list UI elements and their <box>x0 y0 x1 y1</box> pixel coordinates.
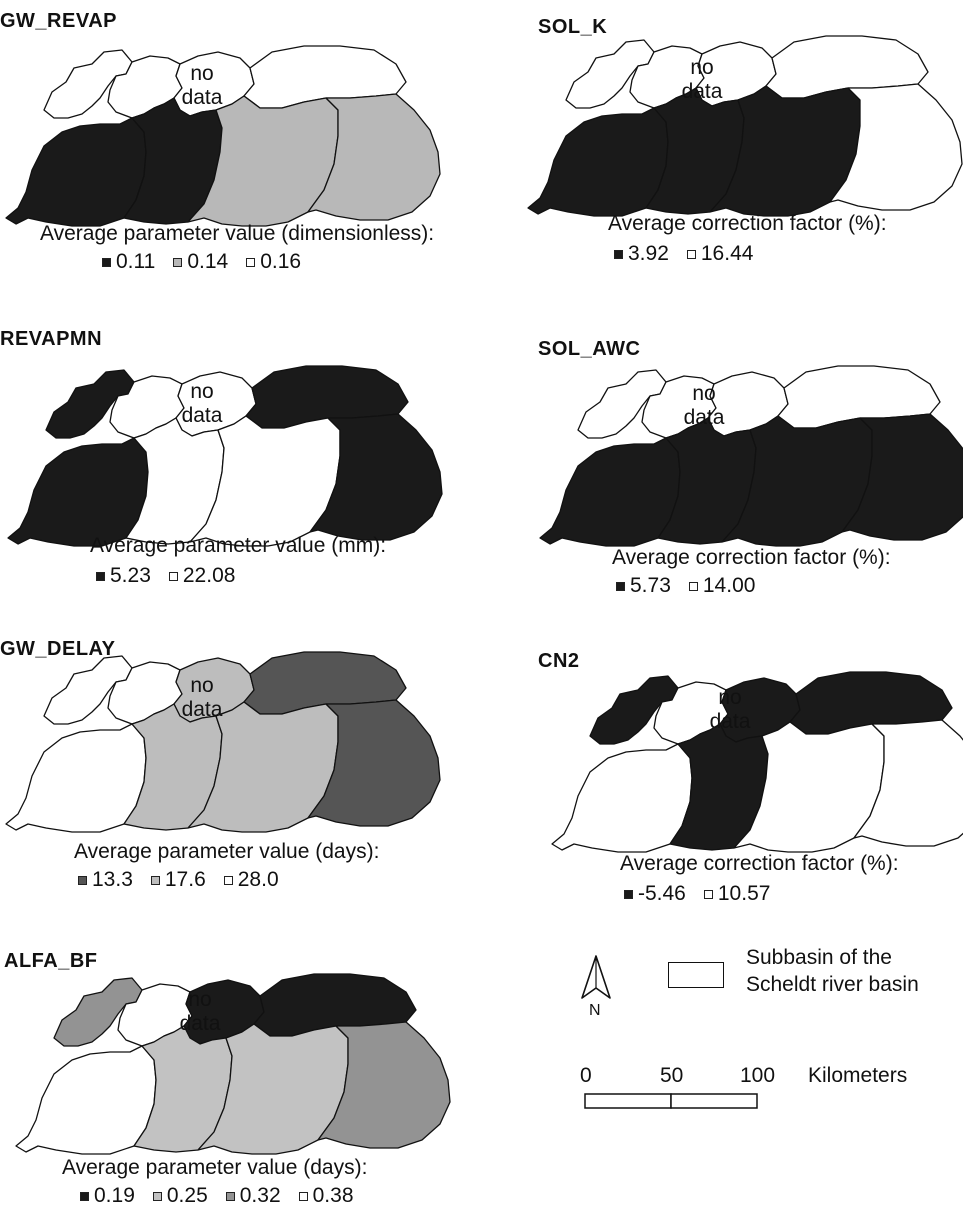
legend: 0.19 0.25 0.32 0.38 <box>80 1184 372 1208</box>
legend-swatch <box>223 875 233 885</box>
legend-swatch <box>298 1191 308 1201</box>
panel-title: SOL_K <box>538 16 608 38</box>
legend: -5.46 10.57 <box>624 882 788 906</box>
north-label: N <box>589 1002 601 1019</box>
map-panel-gw-revap: GW_REVAP no data Average parameter value… <box>0 0 480 300</box>
legend-item: 28.0 <box>223 868 279 892</box>
map-panel-alfa-bf: ALFA_BF no data Average parameter value … <box>0 940 480 1223</box>
legend-item: 0.32 <box>225 1184 281 1208</box>
map-panel-revapmn: REVAPMN no data Average parameter value … <box>0 320 480 610</box>
legend-swatch <box>152 1191 162 1201</box>
no-data-label: no data <box>681 56 723 103</box>
legend-item: 13.3 <box>78 868 133 892</box>
scale-unit: Kilometers <box>808 1064 908 1087</box>
legend-item: -5.46 <box>624 882 686 906</box>
subbasin-5 <box>527 107 669 217</box>
legend-item: 0.11 <box>102 250 155 274</box>
basin-map <box>539 365 963 547</box>
subbasin-5 <box>7 437 149 547</box>
legend-swatch <box>246 257 256 267</box>
panel-title: REVAPMN <box>0 328 103 350</box>
panel-title: GW_DELAY <box>0 638 116 660</box>
legend: 0.11 0.14 0.16 <box>102 250 319 274</box>
legend-swatch <box>614 249 623 259</box>
legend-swatch <box>102 257 111 267</box>
no-data-label: no data <box>181 380 223 427</box>
panel-title: SOL_AWC <box>538 338 641 360</box>
subbasin-symbol <box>668 962 724 988</box>
legend-swatch <box>168 571 178 581</box>
legend-swatch <box>616 581 625 591</box>
legend: 3.92 16.44 <box>614 242 771 266</box>
no-data-label: no data <box>181 674 223 721</box>
legend-swatch <box>78 875 87 885</box>
panel-title: CN2 <box>538 650 580 672</box>
legend-item: 17.6 <box>150 868 206 892</box>
panel-title: GW_REVAP <box>0 10 117 32</box>
legend: 13.3 17.6 28.0 <box>78 868 297 892</box>
legend: 5.73 14.00 <box>616 574 773 598</box>
legend-caption: Average correction factor (%): <box>608 212 887 235</box>
legend-caption: Average parameter value (mm): <box>90 534 387 557</box>
legend-item: 0.19 <box>80 1184 135 1208</box>
scale-tick-50: 50 <box>660 1064 684 1087</box>
basin-map <box>527 35 963 217</box>
legend-swatch <box>703 889 713 899</box>
map-panel-sol-k: SOL_K no data Average correction factor … <box>490 0 963 300</box>
legend-swatch <box>686 249 696 259</box>
legend-item: 0.25 <box>152 1184 208 1208</box>
subbasin-5 <box>551 743 693 853</box>
legend-swatch <box>96 571 105 581</box>
panel-title: ALFA_BF <box>4 950 98 972</box>
legend-swatch <box>150 875 160 885</box>
subbasin-label: Subbasin of the Scheldt river basin <box>746 946 919 996</box>
legend-item: 0.14 <box>173 250 228 274</box>
legend-item: 10.57 <box>703 882 770 906</box>
legend-swatch <box>624 889 633 899</box>
map-panel-cn2: CN2 no data Average correction factor (%… <box>490 630 963 910</box>
legend-swatch <box>80 1191 89 1201</box>
no-data-label: no data <box>179 988 221 1035</box>
scale-tick-100: 100 <box>740 1064 776 1087</box>
scale-bar <box>584 1093 758 1109</box>
legend-caption: Average parameter value (dimensionless): <box>40 222 435 245</box>
legend: 5.23 22.08 <box>96 564 253 588</box>
map-panel-sol-awc: SOL_AWC no data Average correction facto… <box>490 320 963 610</box>
legend-item: 5.73 <box>616 574 671 598</box>
legend-caption: Average correction factor (%): <box>620 852 899 875</box>
legend-item: 5.23 <box>96 564 151 588</box>
subbasin-5 <box>5 117 147 227</box>
no-data-label: no data <box>709 686 751 733</box>
legend-caption: Average correction factor (%): <box>612 546 891 569</box>
legend-item: 22.08 <box>168 564 235 588</box>
basin-map <box>15 973 451 1155</box>
no-data-label: no data <box>181 62 223 109</box>
legend-caption: Average parameter value (days): <box>74 840 380 863</box>
subbasin-5 <box>5 723 147 833</box>
legend-item: 0.38 <box>298 1184 354 1208</box>
subbasin-5 <box>539 437 681 547</box>
legend-item: 16.44 <box>686 242 753 266</box>
legend-swatch <box>173 257 183 267</box>
legend-item: 14.00 <box>688 574 755 598</box>
subbasin-5 <box>15 1045 157 1155</box>
legend-swatch <box>225 1191 235 1201</box>
legend-swatch <box>688 581 698 591</box>
legend-item: 3.92 <box>614 242 669 266</box>
legend-caption: Average parameter value (days): <box>62 1156 368 1179</box>
legend-item: 0.16 <box>246 250 301 274</box>
no-data-label: no data <box>683 382 725 429</box>
map-panel-gw-delay: GW_DELAY no data Average parameter value… <box>0 630 480 910</box>
map-key: N Subbasin of the Scheldt river basin 0 … <box>540 940 960 1223</box>
north-arrow-icon <box>581 955 611 999</box>
scale-tick-0: 0 <box>580 1064 592 1087</box>
